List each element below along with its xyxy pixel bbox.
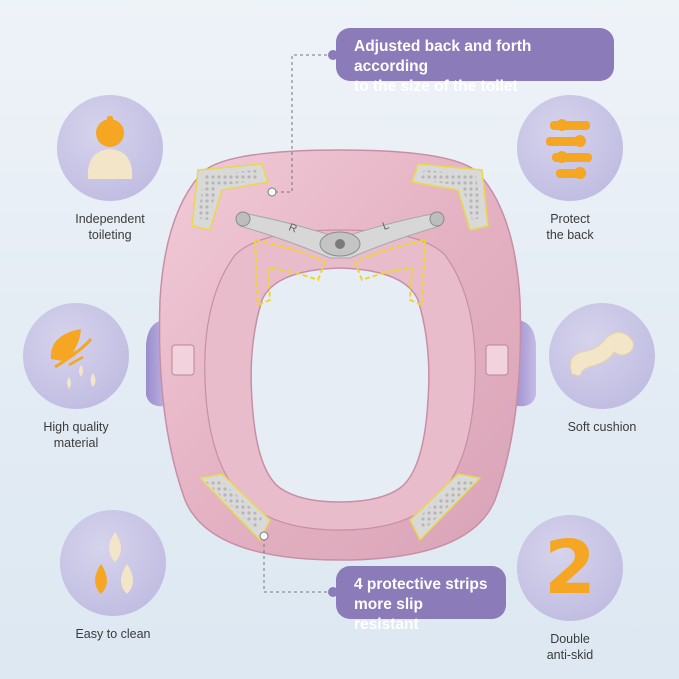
feature-independent-line1: Independent <box>75 212 145 226</box>
seat-opening <box>250 267 430 503</box>
feature-material-label: High quality material <box>16 419 136 451</box>
protective-strip-bottom-left <box>198 473 271 542</box>
feature-antiskid-circle: 2 <box>517 515 623 621</box>
feature-material-line1: High quality <box>43 420 109 434</box>
callout-bottom-dot <box>328 587 338 597</box>
callout-adjustable: Adjusted back and forth according to the… <box>336 28 614 95</box>
feature-antiskid-line2: anti-skid <box>546 648 594 662</box>
feature-material-circle <box>23 303 129 409</box>
standing-figure-icon <box>87 116 133 179</box>
feature-easy-to-clean: Easy to clean <box>53 510 173 642</box>
cushion-strip-icon <box>569 332 634 377</box>
feature-high-quality-material: High quality material <box>16 303 136 451</box>
callout-adjustable-line2: to the size of the toilet <box>354 78 518 95</box>
protective-strip-top-right <box>411 163 489 231</box>
callout-top-dot <box>328 50 338 60</box>
feature-protect-back: Protect the back <box>510 95 630 243</box>
feature-cushion-circle <box>549 303 655 409</box>
leader-line-bottom <box>263 536 333 593</box>
feature-protect-line2: the back <box>546 228 594 242</box>
callout-strips: 4 protective strips more slip resistant <box>336 566 506 633</box>
leaf-droplets-icon <box>50 329 96 389</box>
protective-strip-bottom-right <box>409 473 482 542</box>
callout-strips-line1: 4 protective strips <box>354 576 488 593</box>
water-drops-icon <box>95 532 133 594</box>
feature-cushion-label: Soft cushion <box>542 419 662 435</box>
feature-cushion-line1: Soft cushion <box>567 420 637 434</box>
adjuster-pins-icon <box>546 119 592 179</box>
feature-double-anti-skid: 2 Double anti-skid <box>510 515 630 663</box>
protective-strip-top-left <box>191 163 269 231</box>
feature-independent-line2: toileting <box>88 228 132 242</box>
number-two-icon: 2 <box>544 525 596 611</box>
feature-protect-line1: Protect <box>550 212 590 226</box>
feature-clean-label: Easy to clean <box>53 626 173 642</box>
callout-adjustable-line1: Adjusted back and forth according <box>354 38 532 75</box>
right-clip <box>485 344 509 376</box>
feature-antiskid-line1: Double <box>550 632 590 646</box>
feature-protect-circle <box>517 95 623 201</box>
feature-material-line2: material <box>53 436 99 450</box>
feature-clean-line1: Easy to clean <box>75 627 151 641</box>
adjust-arrows <box>253 238 427 307</box>
feature-independent-toileting: Independent toileting <box>50 95 170 243</box>
marking-l: L <box>381 219 391 232</box>
marking-r: R <box>287 222 299 236</box>
left-clip <box>171 344 195 376</box>
feature-independent-label: Independent toileting <box>50 211 170 243</box>
feature-independent-circle <box>57 95 163 201</box>
feature-protect-label: Protect the back <box>510 211 630 243</box>
feature-antiskid-label: Double anti-skid <box>510 631 630 663</box>
callout-strips-line2: more slip resistant <box>354 596 423 633</box>
feature-soft-cushion: Soft cushion <box>542 303 662 435</box>
adjuster-bar <box>235 211 445 259</box>
leader-line-top <box>272 54 333 193</box>
feature-clean-circle <box>60 510 166 616</box>
